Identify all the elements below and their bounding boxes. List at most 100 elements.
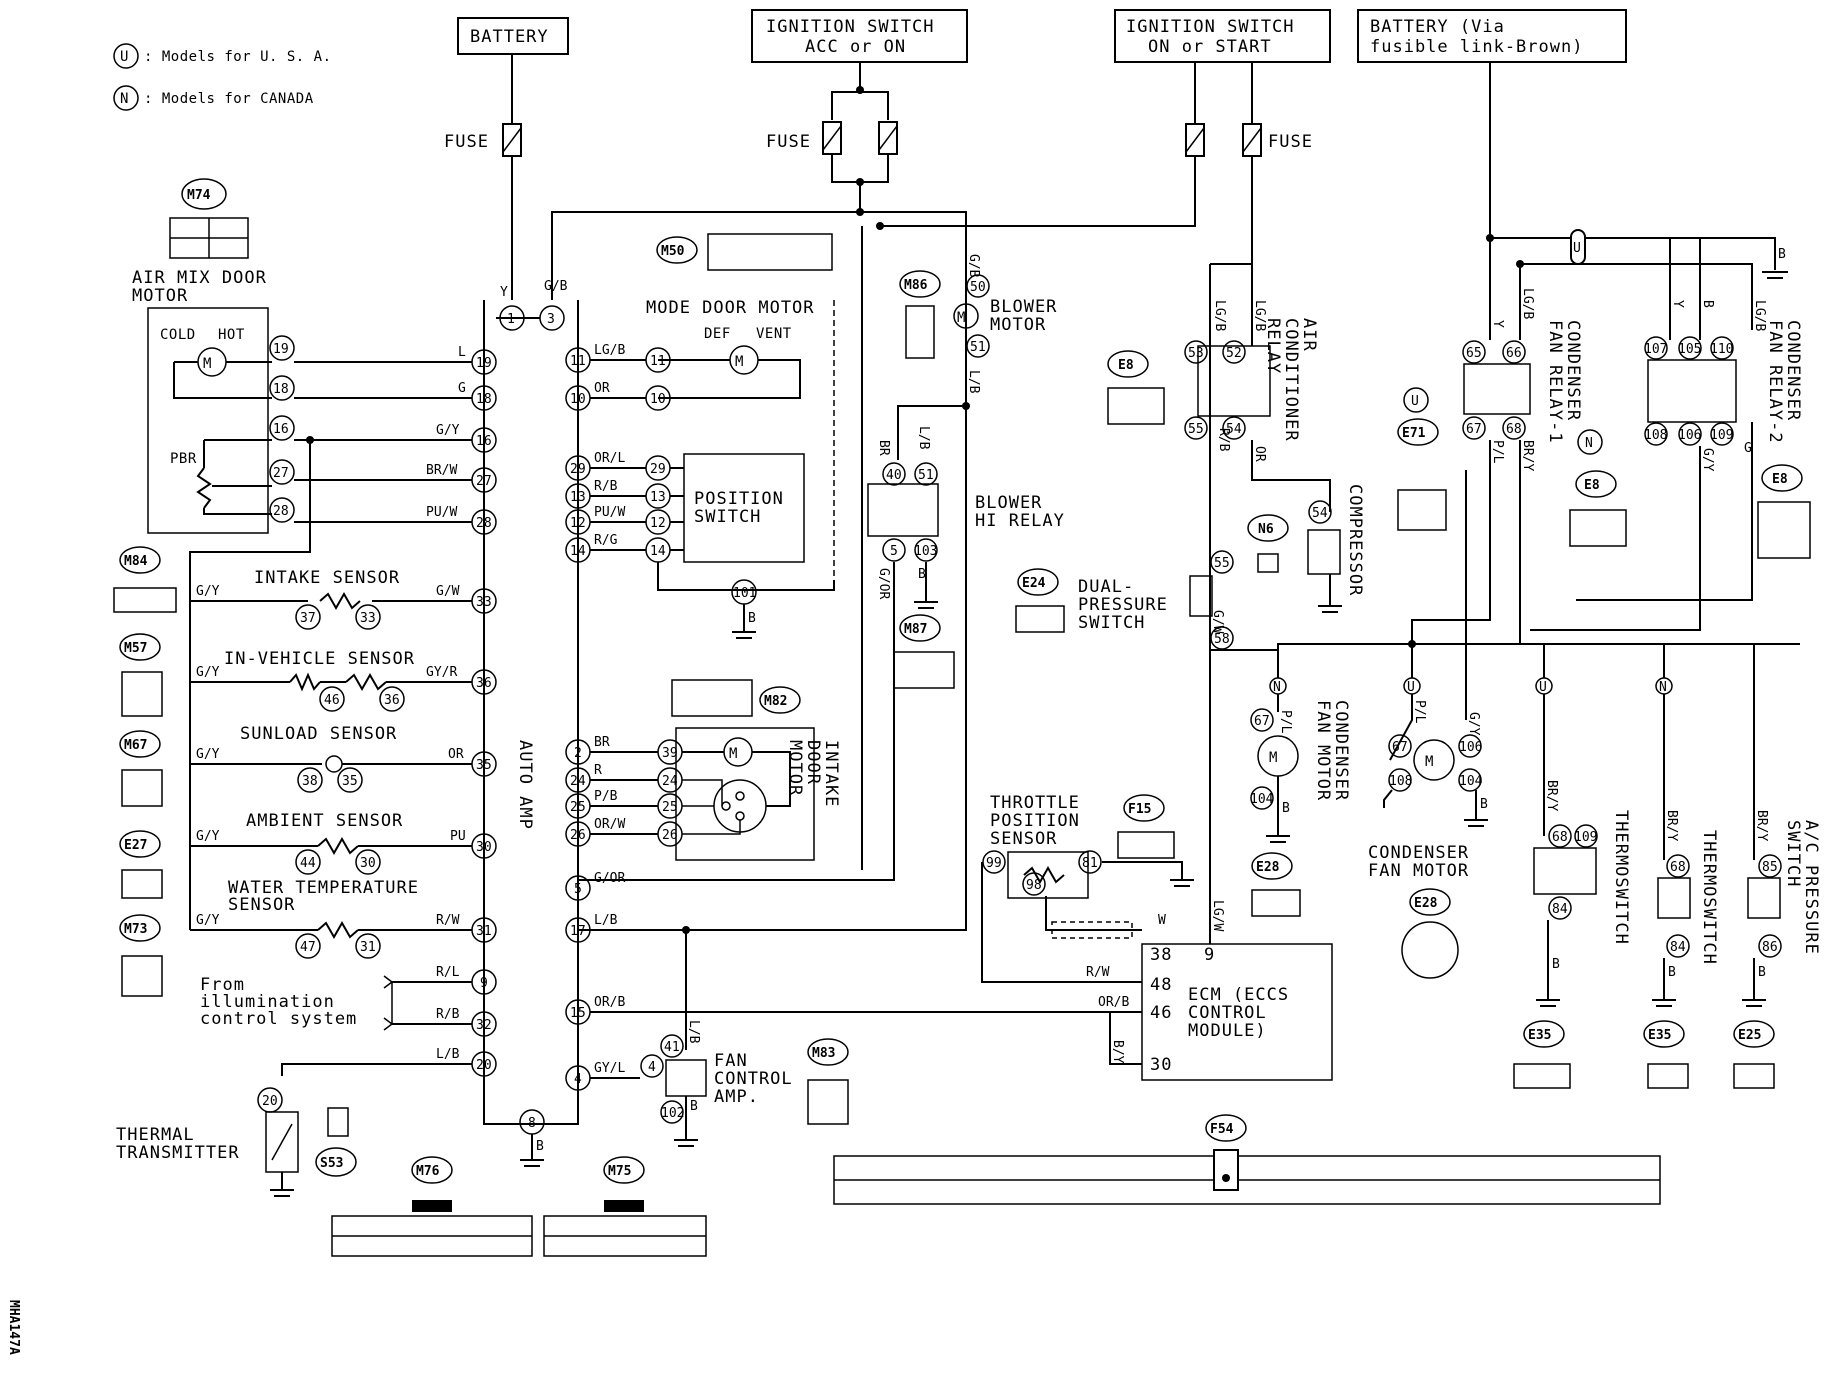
thermoswitch-2-icon bbox=[1657, 877, 1691, 919]
svg-text:81: 81 bbox=[1082, 856, 1098, 871]
wire-b-86: B bbox=[1758, 965, 1766, 980]
water-temp-thermistor-icon bbox=[317, 920, 359, 940]
ecm-label-1: ECM (ECCS bbox=[1188, 985, 1289, 1005]
e35a-connector-label: E35 bbox=[1528, 1028, 1551, 1043]
condenser-fan-relay-2: Y B LG/B 107 105 110 108 106 109 CONDENS… bbox=[1520, 238, 1811, 631]
wire-lb-17: L/B bbox=[594, 913, 618, 928]
thermal-label-2: TRANSMITTER bbox=[116, 1143, 240, 1163]
s53-connector-label: S53 bbox=[320, 1156, 343, 1171]
wire-rw-48: R/W bbox=[1086, 965, 1110, 980]
wire-gy-109: G/Y bbox=[1700, 448, 1715, 472]
mode-door-motor: M50 MODE DOOR MOTOR DEF VENT M 11 LG/B 1… bbox=[565, 233, 835, 639]
m74-connector-label: M74 bbox=[187, 188, 211, 203]
wire-lgb-relay: LG/B bbox=[1252, 300, 1267, 331]
wire-b-104b: B bbox=[1480, 797, 1488, 812]
svg-text:67: 67 bbox=[1466, 422, 1482, 437]
wire-lgb-110: LG/B bbox=[1752, 300, 1767, 331]
compressor-label: COMPRESSOR bbox=[1345, 484, 1365, 596]
wire-lgb-11: LG/B bbox=[594, 343, 625, 358]
svg-text:35: 35 bbox=[476, 758, 492, 773]
svg-text:4: 4 bbox=[648, 1060, 656, 1075]
svg-text:9: 9 bbox=[480, 976, 488, 991]
svg-text:25: 25 bbox=[662, 800, 678, 815]
battery-fl-label-2: fusible link-Brown) bbox=[1370, 37, 1583, 57]
ign-start-label-2: ON or START bbox=[1148, 37, 1272, 57]
wire-y: Y bbox=[500, 285, 508, 300]
air-mix-door-motor: M74 AIR MIX DOOR MOTOR COLD HOT M PBR 19… bbox=[132, 178, 295, 534]
svg-text:84: 84 bbox=[1670, 940, 1686, 955]
wire-or-10: OR bbox=[594, 381, 610, 396]
condenser-fan-motor-icon-2 bbox=[1413, 739, 1455, 781]
wire-puw: PU/W bbox=[426, 505, 457, 520]
blower-motor-label-1: BLOWER bbox=[990, 297, 1057, 317]
svg-text:27: 27 bbox=[476, 474, 492, 489]
cond-fan-motor2-label-1: CONDENSER bbox=[1368, 843, 1469, 863]
svg-text:28: 28 bbox=[476, 516, 492, 531]
dual-label-2: PRESSURE bbox=[1078, 595, 1168, 615]
cond-relay2-label-2: FAN RELAY-2 bbox=[1765, 320, 1785, 444]
m50-connector-label: M50 bbox=[661, 244, 685, 259]
wire-gy-16: G/Y bbox=[436, 423, 460, 438]
wire-orl: OR/L bbox=[594, 451, 625, 466]
wire-y-65: Y bbox=[1490, 320, 1505, 328]
wire-bry-85: BR/Y bbox=[1754, 810, 1769, 841]
pbr-resistor-icon bbox=[196, 467, 212, 509]
e28b-connector-label: E28 bbox=[1414, 896, 1438, 911]
dual-pressure-switch: 55 58 DUAL- PRESSURE SWITCH E24 G/W bbox=[1015, 550, 1234, 944]
wire-gor-relay: G/OR bbox=[876, 568, 891, 599]
svg-text:108: 108 bbox=[1389, 774, 1412, 789]
wire-b-84a: B bbox=[1552, 957, 1560, 972]
bottom-connectors: M76 M75 bbox=[331, 1156, 707, 1257]
ac-relay-icon bbox=[1197, 345, 1271, 417]
svg-text:47: 47 bbox=[300, 940, 316, 955]
wire-bry-68t: BR/Y bbox=[1544, 780, 1559, 811]
cond-fan-motor-label-2: FAN MOTOR bbox=[1313, 700, 1333, 801]
m67-connector-label: M67 bbox=[124, 738, 147, 753]
ign-acc-label-2: ACC or ON bbox=[805, 37, 906, 57]
svg-text:67: 67 bbox=[1254, 714, 1270, 729]
wire-lb-41: L/B bbox=[686, 1020, 701, 1044]
wire-w: W bbox=[1158, 913, 1166, 928]
f15-connector-label: F15 bbox=[1128, 802, 1151, 817]
svg-text:33: 33 bbox=[476, 595, 492, 610]
fuse-label-1: FUSE bbox=[444, 132, 489, 152]
ac-press-label-2: SWITCH bbox=[1783, 820, 1803, 887]
svg-text:1: 1 bbox=[507, 312, 515, 327]
f54-connector: F54 bbox=[833, 1114, 1661, 1205]
e8c-connector-label: E8 bbox=[1772, 472, 1788, 487]
thermal-label-1: THERMAL bbox=[116, 1125, 195, 1145]
ecm-label-3: MODULE) bbox=[1188, 1021, 1267, 1041]
svg-text:10: 10 bbox=[570, 392, 586, 407]
illum-label-3: control system bbox=[200, 1009, 357, 1029]
intake-sensor-label: INTAKE SENSOR bbox=[254, 568, 400, 588]
condenser-fan-relay-1: Y LG/B 65 66 67 68 CONDENSER FAN RELAY-1… bbox=[1411, 238, 1627, 644]
thermoswitch-1-label: THERMOSWITCH bbox=[1611, 810, 1631, 945]
cond-relay-2-icon bbox=[1647, 359, 1737, 423]
svg-text:54: 54 bbox=[1312, 506, 1328, 521]
in-vehicle-sensor-label: IN-VEHICLE SENSOR bbox=[224, 649, 415, 669]
svg-text:31: 31 bbox=[476, 924, 492, 939]
thermoswitches: U BR/Y 68 109 84 B THERMOSWITCH E35 N BR… bbox=[1513, 644, 1821, 1089]
wire-br-40: BR bbox=[876, 440, 891, 456]
fan-amp-label-1: FAN bbox=[714, 1051, 748, 1071]
throttle-position-sensor: THROTTLE POSITION SENSOR 99 81 98 R/W W … bbox=[981, 793, 1194, 983]
ignition-acc-source: IGNITION SWITCH ACC or ON FUSE bbox=[751, 9, 968, 216]
e71-connector-label: E71 bbox=[1402, 426, 1426, 441]
e8a-connector-label: E8 bbox=[1118, 358, 1134, 373]
dual-pressure-icon bbox=[1189, 575, 1213, 617]
u-mark-top: U bbox=[1573, 241, 1581, 256]
ign-start-label-1: IGNITION SWITCH bbox=[1126, 17, 1295, 37]
f54-connector-label: F54 bbox=[1210, 1122, 1234, 1137]
left-connectors: M84 M57 M67 E27 M73 bbox=[113, 546, 177, 997]
svg-text:24: 24 bbox=[570, 774, 586, 789]
e27-connector-label: E27 bbox=[124, 838, 147, 853]
svg-text:53: 53 bbox=[1188, 346, 1204, 361]
svg-text:M: M bbox=[957, 310, 966, 326]
thermoswitch-1-icon bbox=[1533, 847, 1597, 895]
ac-relay-label-3: RELAY bbox=[1263, 318, 1283, 374]
ac-relay-label-1: AIR bbox=[1299, 318, 1319, 352]
mode-door-label: MODE DOOR MOTOR bbox=[646, 298, 815, 318]
svg-text:20: 20 bbox=[262, 1094, 278, 1109]
auto-amp-right-bottom: 5 G/OR 17 L/B 15 OR/B 4 GY/L bbox=[565, 871, 1142, 1091]
m86-connector-label: M86 bbox=[904, 278, 928, 293]
